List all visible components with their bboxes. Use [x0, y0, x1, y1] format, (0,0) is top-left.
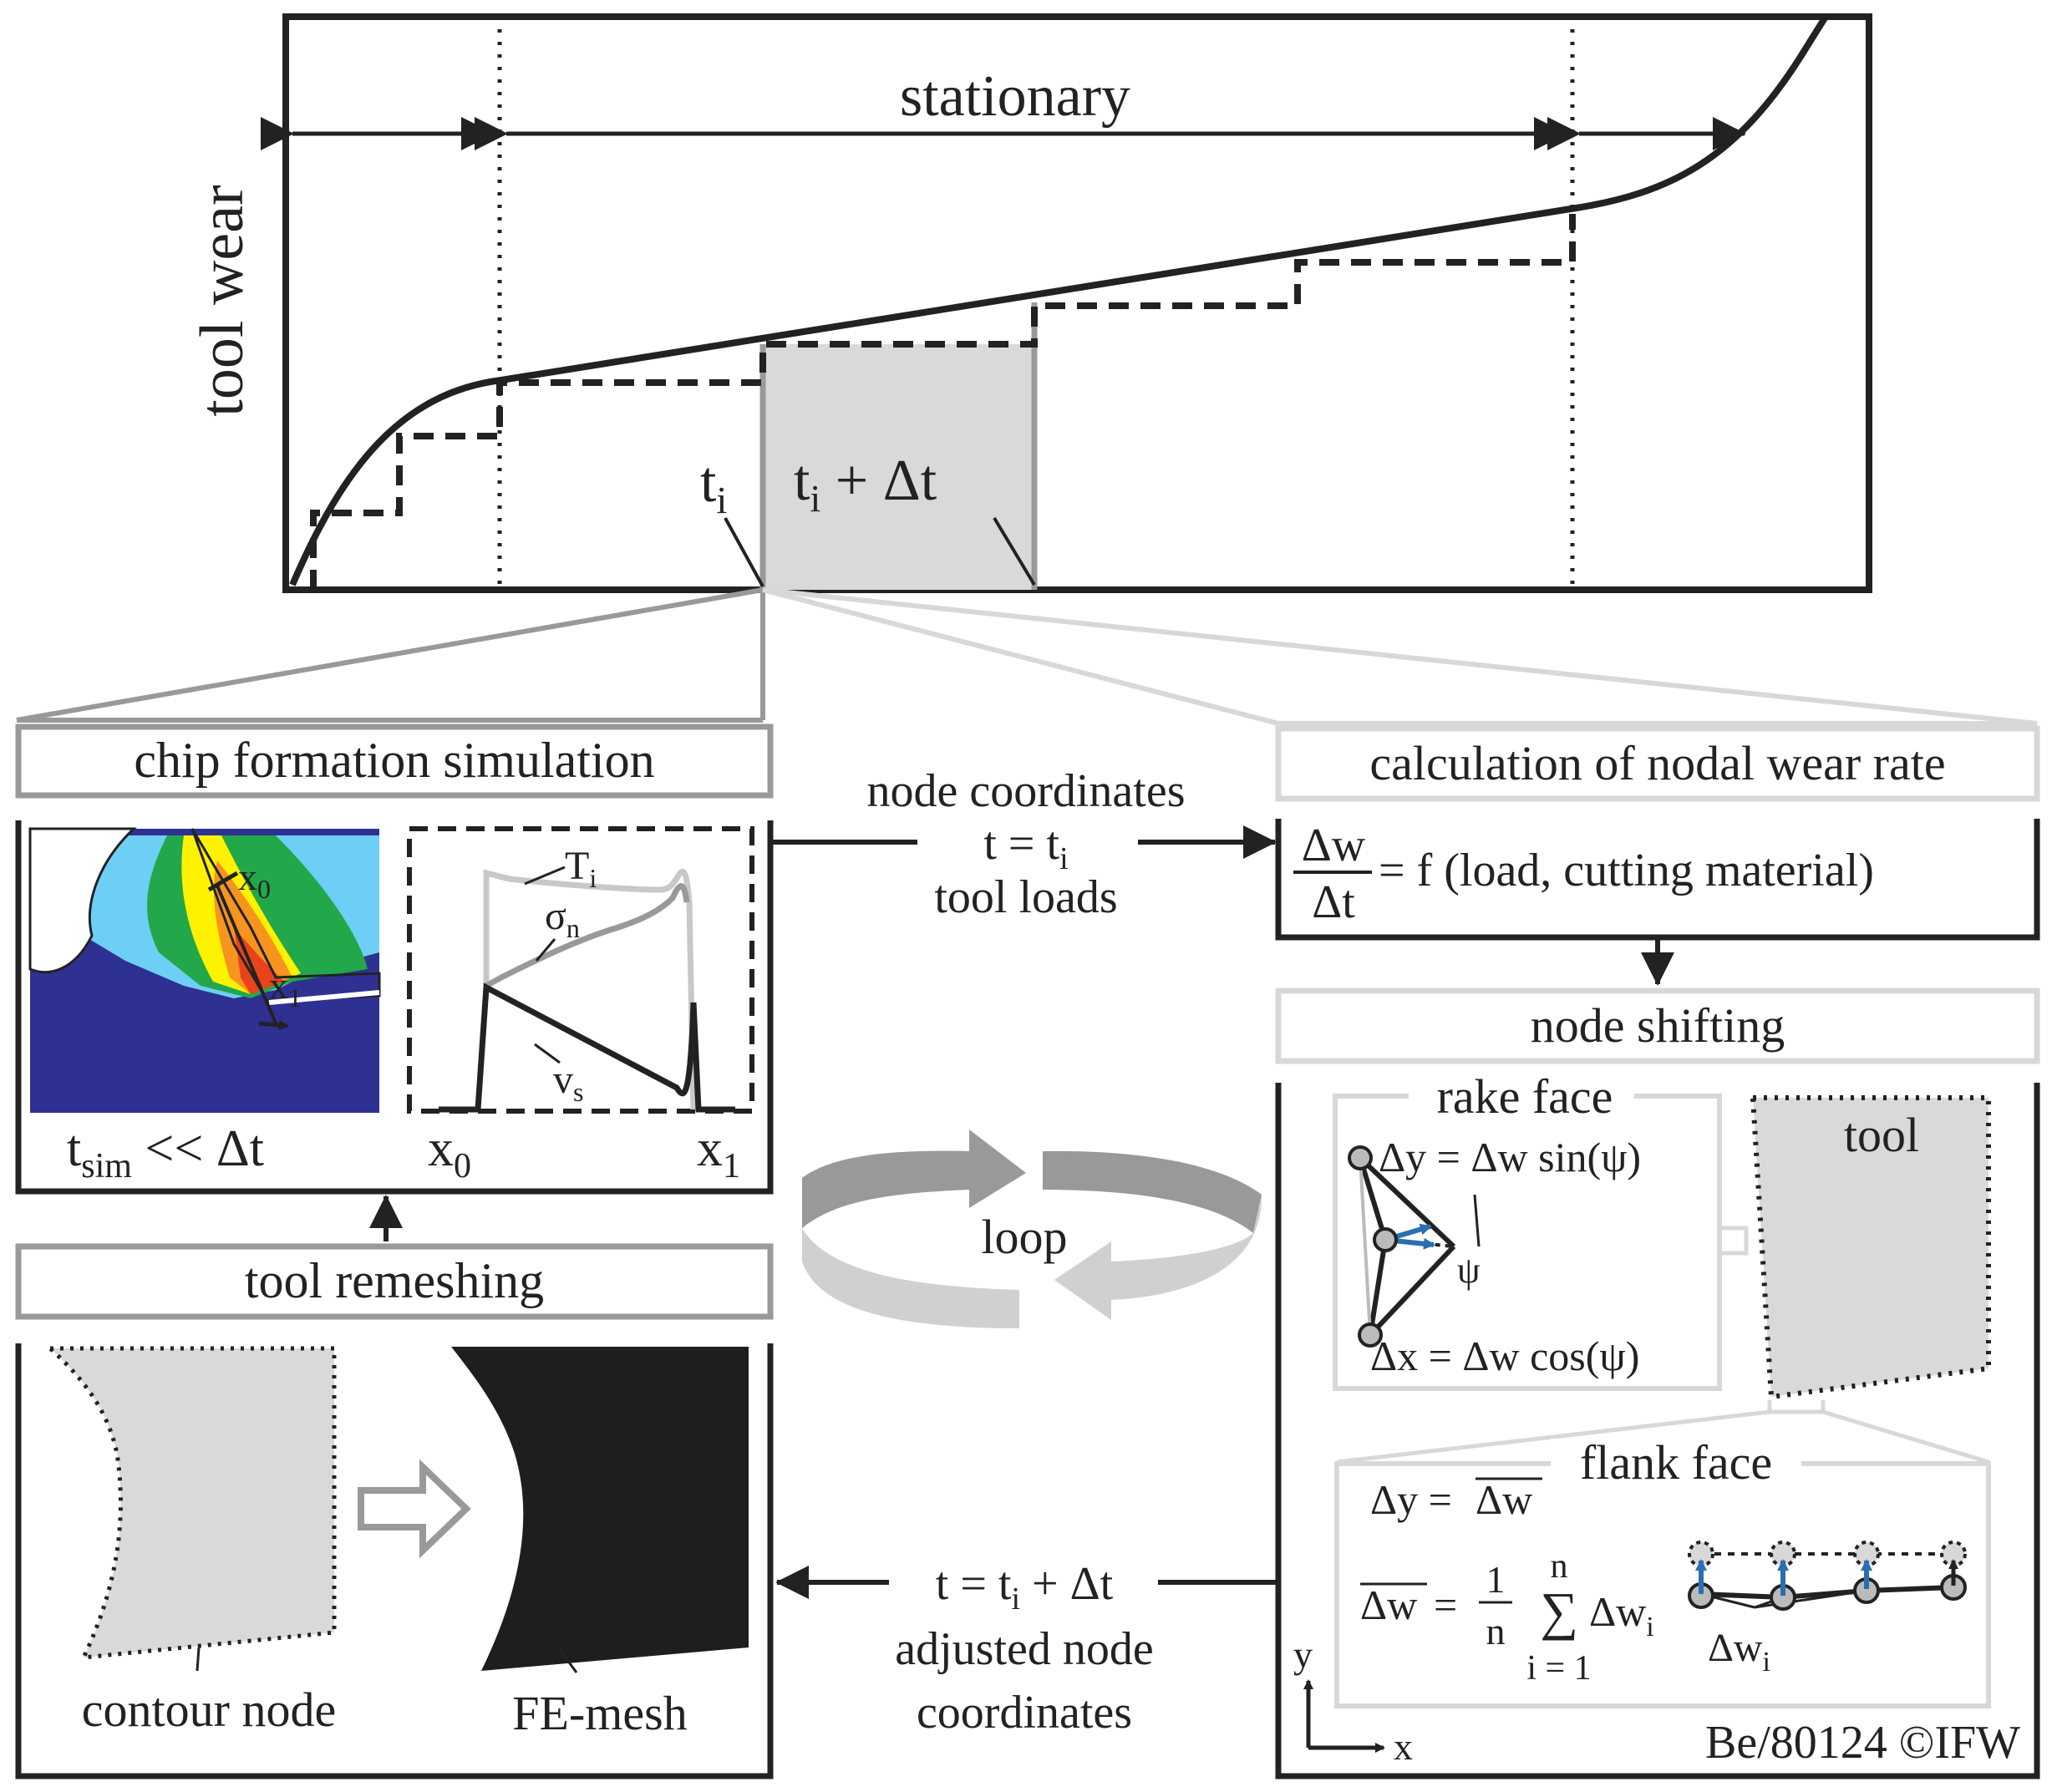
chip-formation-title-box [15, 723, 774, 799]
Ti-label: Ti [565, 844, 597, 893]
tool-remeshing-title: tool remeshing [245, 1253, 544, 1308]
flank-face-nodes [1688, 1541, 1967, 1611]
axis-x-label: x [1394, 1725, 1413, 1768]
contour-node-shape [44, 1346, 337, 1660]
loop-label: loop [981, 1210, 1067, 1264]
delta-wi-label: Δwi [1708, 1626, 1770, 1678]
copyright-label: Be/80124 ©IFW [1705, 1717, 2020, 1769]
t-equals-ti-dt-label: t = ti + Δt [936, 1558, 1114, 1617]
coordinates-label: coordinates [917, 1687, 1132, 1739]
tool-remeshing-section: tool remeshing contour node FE-mesh [15, 1243, 774, 1779]
t-sim-label: tsim << Δt [67, 1120, 264, 1185]
fe-mesh-label: FE-mesh [512, 1686, 687, 1740]
tool-shape [1750, 1095, 1991, 1400]
fe-mesh-shape [451, 1347, 749, 1671]
rake-face-nodes: ψ [1348, 1145, 1481, 1348]
node-shifting-section: node shifting rake face ψ Δy = Δw sin(ψ)… [1275, 987, 2040, 1779]
adjusted-node-label: adjusted node [895, 1623, 1153, 1675]
zoom-connectors [16, 587, 2038, 726]
t-i-plus-dt-label: ti + Δt [794, 449, 937, 520]
fraction-denominator: n [1486, 1610, 1506, 1652]
sum-top: n [1551, 1547, 1568, 1586]
tool-loads-label: tool loads [934, 871, 1117, 923]
t-i-label: ti [700, 450, 727, 521]
node-shifting-title: node shifting [1531, 998, 1785, 1053]
psi-label: ψ [1457, 1250, 1481, 1291]
sigma-n-label: σn [545, 894, 580, 943]
wear-rate-formula: = f (load, cutting material) [1379, 845, 1874, 896]
avg-dw-label: Δw [1360, 1581, 1417, 1628]
Ti-curve [483, 868, 697, 1110]
flank-dy-label: Δy = [1370, 1476, 1452, 1523]
phase-label: stationary [900, 64, 1130, 129]
loop-cycle: loop [802, 1130, 1262, 1328]
sigma-n-curve [485, 883, 690, 989]
rake-dy-formula: Δy = Δw sin(ψ) [1379, 1134, 1641, 1180]
tool-load-plot: Ti σn vs [407, 826, 754, 1114]
vs-label: vs [553, 1058, 583, 1107]
stepped-wear-approximation [310, 214, 1576, 590]
chip-formation-section: chip formation simulation x0 x1 tsim << … [15, 723, 774, 1195]
plot-x0-label: x0 [428, 1120, 471, 1185]
tool-label: tool [1844, 1108, 1919, 1162]
flank-face-label: flank face [1580, 1435, 1772, 1490]
sum-symbol: ∑ [1540, 1581, 1578, 1641]
chip-formation-title: chip formation simulation [134, 733, 654, 788]
plot-x1-label: x1 [697, 1120, 740, 1185]
fe-x1-label: x1 [269, 964, 302, 1013]
contour-node-label: contour node [82, 1683, 336, 1737]
sum-term: Δwi [1589, 1588, 1654, 1642]
rake-face-label: rake face [1437, 1069, 1613, 1124]
fe-stress-contour-image: x0 x1 [28, 827, 381, 1113]
forward-data-arrow: node coordinates t = ti tool loads [770, 765, 1277, 923]
time-step-shading [763, 344, 1034, 590]
remesh-transform-arrow [358, 1459, 471, 1559]
tool-wear-panel: stationary tool wear ti ti + Δt [188, 13, 1872, 593]
node-coordinates-label: node coordinates [867, 765, 1186, 817]
wear-rate-numerator: Δw [1302, 820, 1366, 871]
tool-wear-curve [289, 14, 1829, 586]
backward-data-arrow: t = ti + Δt adjusted node coordinates [775, 1558, 1278, 1739]
nodal-wear-rate-section: calculation of nodal wear rate Δw Δt = f… [1275, 725, 2040, 941]
avg-eq-label: = [1434, 1581, 1457, 1628]
t-equals-ti-label: t = ti [983, 818, 1068, 876]
fraction-numerator: 1 [1486, 1558, 1506, 1601]
fe-x0-label: x0 [238, 855, 271, 904]
nodal-wear-title: calculation of nodal wear rate [1369, 736, 1945, 790]
tool-wear-frame [282, 13, 1872, 593]
rake-dx-formula: Δx = Δw cos(ψ) [1370, 1333, 1639, 1379]
sum-bottom: i = 1 [1526, 1649, 1591, 1688]
vs-curve [439, 982, 735, 1113]
axis-y-label: y [1293, 1633, 1313, 1676]
wear-rate-denominator: Δt [1312, 876, 1355, 928]
y-axis-label: tool wear [188, 185, 256, 416]
flank-dw-label: Δw [1476, 1476, 1532, 1523]
